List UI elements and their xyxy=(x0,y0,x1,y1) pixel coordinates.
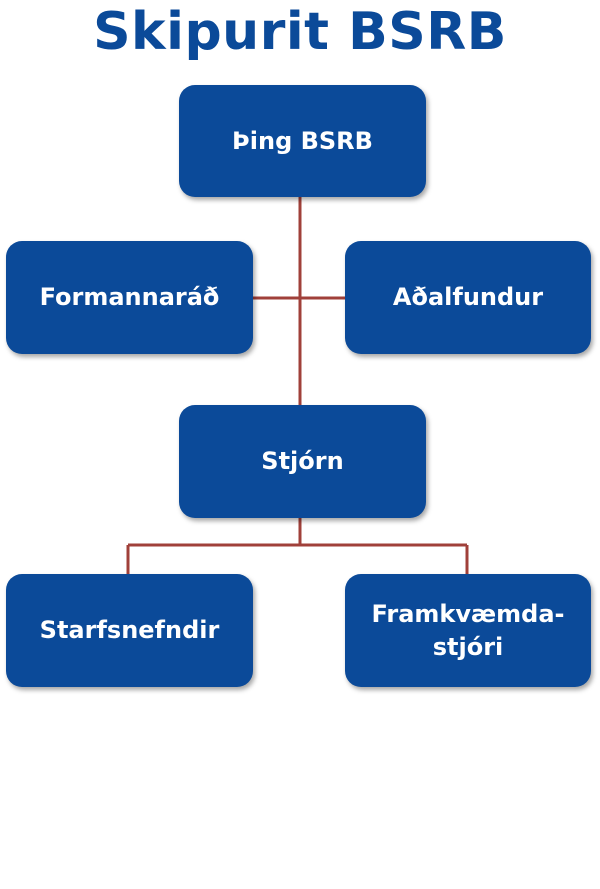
node-adalfundur: Aðalfundur xyxy=(345,241,591,354)
node-stjorn: Stjórn xyxy=(179,405,426,518)
node-adalfundur-label: Aðalfundur xyxy=(392,283,544,311)
node-framkvaemdastjori-label: Framkvæmda- stjóri xyxy=(371,599,565,661)
node-formannarad: Formannaráð xyxy=(6,241,253,354)
node-framkvaemdastjori: Framkvæmda- stjóri xyxy=(345,574,591,687)
node-starfsnefndir-label: Starfsnefndir xyxy=(39,616,220,644)
node-thing-bsrb-label: Þing BSRB xyxy=(232,126,373,155)
node-stjorn-label: Stjórn xyxy=(261,447,344,475)
node-thing-bsrb: Þing BSRB xyxy=(179,85,426,197)
node-starfsnefndir: Starfsnefndir xyxy=(6,574,253,687)
diagram-title: Skipurit BSRB xyxy=(93,2,507,62)
node-formannarad-label: Formannaráð xyxy=(39,283,220,311)
